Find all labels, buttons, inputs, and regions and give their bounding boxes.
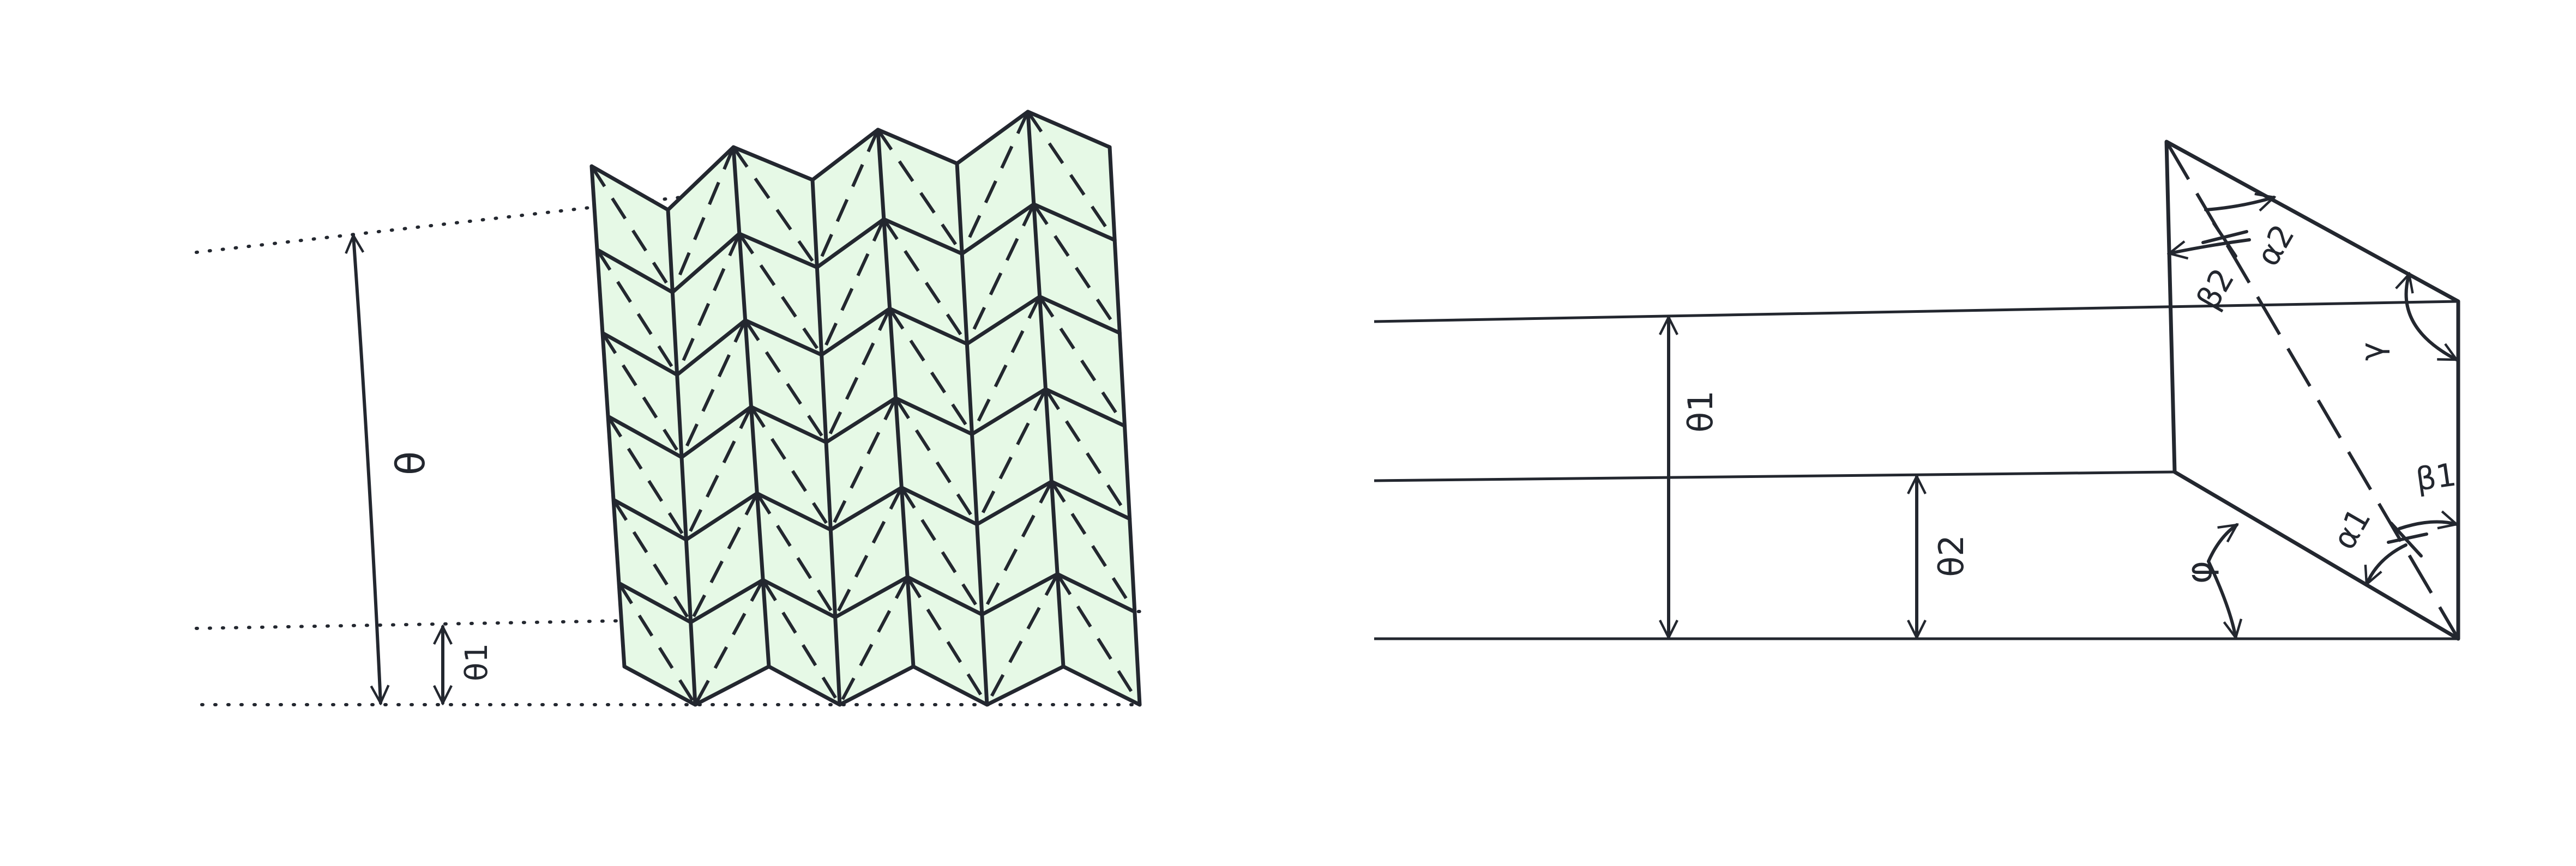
panel-diagonal-crease	[975, 388, 1048, 525]
panel-diagonal-crease	[590, 165, 674, 293]
beta2-arc-arrow	[2169, 238, 2251, 253]
panel-diagonal-crease	[1044, 388, 1131, 520]
gamma-arc-arrow	[2406, 274, 2457, 361]
ref-line-theta2-top	[1374, 470, 2175, 482]
theta-arc-arrow	[353, 235, 381, 703]
panel-diagonal-crease	[833, 487, 904, 618]
panel-diagonal-crease	[761, 579, 841, 706]
panel-diagonal-crease	[601, 332, 683, 458]
panel-zigzag-crease	[606, 387, 1127, 459]
panel-diagonal-crease	[960, 111, 1030, 255]
panel-diagonal-crease	[617, 582, 697, 706]
upper-angle-tick-2	[2201, 230, 2248, 244]
panel-diagonal-crease	[980, 481, 1053, 615]
panel-zigzag-crease	[617, 572, 1137, 625]
panel-diagonal-crease	[900, 487, 984, 616]
panel-diagonal-crease	[985, 573, 1059, 706]
panel-diagonal-crease	[680, 319, 747, 458]
panel-diagonal-crease	[738, 233, 823, 356]
panel-diagonal-crease	[671, 146, 735, 293]
panel-zigzag-crease	[589, 110, 1112, 212]
beta1-arc-arrow	[2398, 522, 2457, 530]
alpha1-arc-arrow	[2367, 543, 2408, 584]
alpha2-label: α2	[2249, 218, 2301, 272]
panel-diagonal-crease	[1026, 111, 1116, 241]
ref-line-theta1-top	[1374, 300, 2459, 323]
panel-diagonal-crease	[755, 492, 837, 619]
theta1-label-right: θ1	[1681, 390, 1720, 432]
panel-diagonal-crease	[1056, 573, 1141, 706]
upper-angle-tick-1	[2212, 222, 2237, 258]
panel-diagonal-crease	[595, 249, 679, 376]
panel-diagonal-crease	[1038, 295, 1127, 427]
panel-diagonal-crease	[820, 218, 886, 356]
panel-zigzag-crease	[595, 202, 1117, 294]
panel-zigzag-crease	[622, 664, 1142, 707]
panel-diagonal-crease	[689, 492, 759, 623]
panel-diagonal-crease	[894, 397, 979, 525]
left-figure: θ θ1	[195, 110, 1142, 707]
beta1-label: β1	[2414, 456, 2459, 498]
panel-diagonal-crease	[970, 296, 1042, 435]
phi-label: φ	[2180, 561, 2220, 584]
panel-diagonal-crease	[612, 499, 693, 623]
panel-diagonal-crease	[876, 129, 964, 255]
alpha2-arc-arrow	[2204, 197, 2274, 210]
panel-diagonal-crease	[829, 397, 898, 531]
panel-fill	[592, 112, 1140, 705]
theta-label: θ	[388, 451, 434, 475]
panel-diagonal-crease	[838, 576, 909, 706]
panel-diagonal-crease	[744, 319, 828, 444]
alpha1-label: α1	[2325, 501, 2378, 555]
panel-diagonal-crease	[824, 308, 892, 443]
lower-angle-tick-2	[2387, 532, 2428, 544]
panel-diagonal-crease	[1050, 481, 1136, 613]
panel-diagonal-crease	[815, 129, 880, 268]
panel-diagonal-crease	[906, 576, 989, 706]
panel-diagonal-crease	[694, 579, 765, 706]
theta1-label-left: θ1	[459, 643, 495, 681]
gamma-label: γ	[2354, 342, 2391, 361]
theta2-label: θ2	[1931, 535, 1971, 577]
panel-diagonal-crease	[882, 218, 968, 345]
panel-diagonal-crease	[606, 415, 688, 541]
panel-diagonal-crease	[684, 406, 753, 541]
panel-diagonal-crease	[1032, 203, 1121, 334]
folded-panel	[589, 110, 1142, 707]
panel-diagonal-crease	[675, 233, 741, 376]
panel-diagonal-crease	[749, 405, 832, 531]
panel-diagonal-crease	[888, 307, 974, 435]
panel-zigzag-crease	[611, 480, 1132, 542]
panel-diagonal-crease	[732, 146, 818, 269]
phi-arc-arrow	[2207, 523, 2237, 638]
right-figure: θ1 θ2 φ γ α2 β2 α1 β1	[1374, 140, 2460, 641]
panel-diagonal-crease	[965, 203, 1036, 345]
panel-zigzag-crease	[600, 294, 1122, 377]
